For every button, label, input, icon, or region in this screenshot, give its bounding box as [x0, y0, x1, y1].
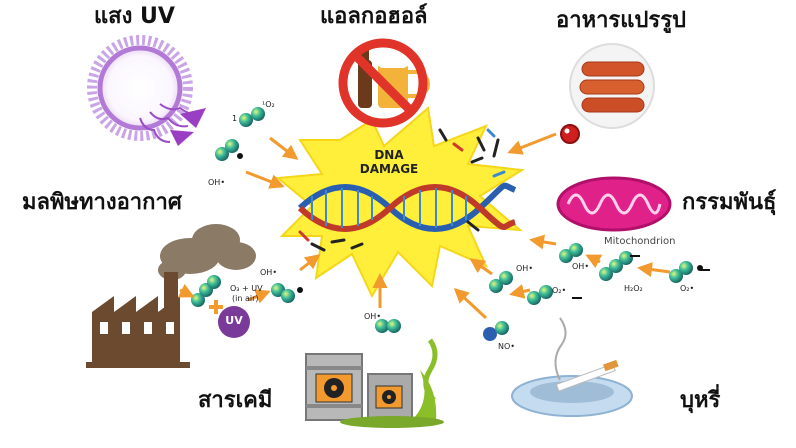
smoke-cloud-icon: [158, 224, 256, 280]
chem-label-no: NO•: [498, 342, 515, 351]
molecule: [375, 319, 401, 333]
dna-damage-line2: DAMAGE: [359, 162, 419, 176]
arrow: [247, 289, 271, 304]
mitochondrion-icon: [556, 176, 672, 232]
arrow: [269, 136, 299, 160]
label-smoking: บุหรี่: [680, 388, 721, 413]
chem-label-o3-uv: O₃ + UV: [230, 284, 263, 293]
arrow: [507, 132, 557, 155]
arrow: [453, 287, 488, 320]
arrow: [177, 283, 195, 298]
label-processed-food: อาหารแปรรูป: [556, 8, 686, 33]
chem-label-o2-2: O₂•: [680, 284, 695, 293]
label-uv: แสง UV: [94, 4, 175, 29]
label-alcohol: แอลกอฮอล์: [320, 4, 428, 29]
arrow: [585, 254, 603, 269]
molecule: [215, 139, 243, 161]
arrow: [637, 262, 671, 278]
mitochondrion-label: Mitochondrion: [604, 236, 676, 247]
label-air-pollution: มลพิษทางอากาศ: [22, 190, 182, 215]
dna-damage-title: DNA DAMAGE: [354, 148, 424, 176]
chem-label-oh-uv: OH•: [208, 178, 226, 187]
molecule: [489, 271, 513, 293]
chem-label-h2o2: H₂O₂: [624, 284, 643, 293]
chem-label-oh-mito2: OH•: [572, 262, 590, 271]
dna-helix: [297, 128, 517, 252]
molecule: [559, 243, 583, 263]
no-alcohol-icon: [338, 38, 430, 128]
chem-label-oh-mito1: OH•: [516, 264, 534, 273]
uv-sun-icon: [87, 35, 206, 146]
chem-label-oh-pollution: OH•: [260, 268, 278, 277]
molecule: [527, 285, 553, 305]
uv-badge: [218, 306, 250, 338]
molecule: [669, 261, 703, 283]
uv-badge-text: UV: [225, 314, 243, 327]
molecule: [271, 283, 303, 303]
factory-icon: [86, 272, 190, 368]
ashtray-icon: [511, 317, 633, 417]
molecule: [239, 107, 265, 127]
sausage-plate-icon: [560, 43, 655, 144]
arrow: [529, 234, 557, 250]
label-genetics: กรรมพันธุ์: [682, 190, 777, 215]
radioactive-barrels-icon: [305, 338, 444, 428]
arrow: [509, 284, 531, 299]
arrow: [299, 254, 321, 272]
plus-sign: [209, 300, 223, 314]
arrow: [245, 170, 285, 189]
dna-damage-line1: DNA: [374, 148, 404, 162]
chem-label-oh-chemical: OH•: [364, 312, 382, 321]
chem-label-in-air: (in air): [232, 294, 259, 303]
molecule: [599, 251, 633, 281]
molecule: [483, 321, 509, 341]
chem-label-singlet-o2: ¹O₂: [262, 100, 275, 109]
label-chemicals: สารเคมี: [198, 388, 273, 413]
chem-label-one: 1: [232, 114, 238, 123]
arrow: [469, 258, 493, 276]
chem-label-o2-1: O₂•: [552, 286, 567, 295]
